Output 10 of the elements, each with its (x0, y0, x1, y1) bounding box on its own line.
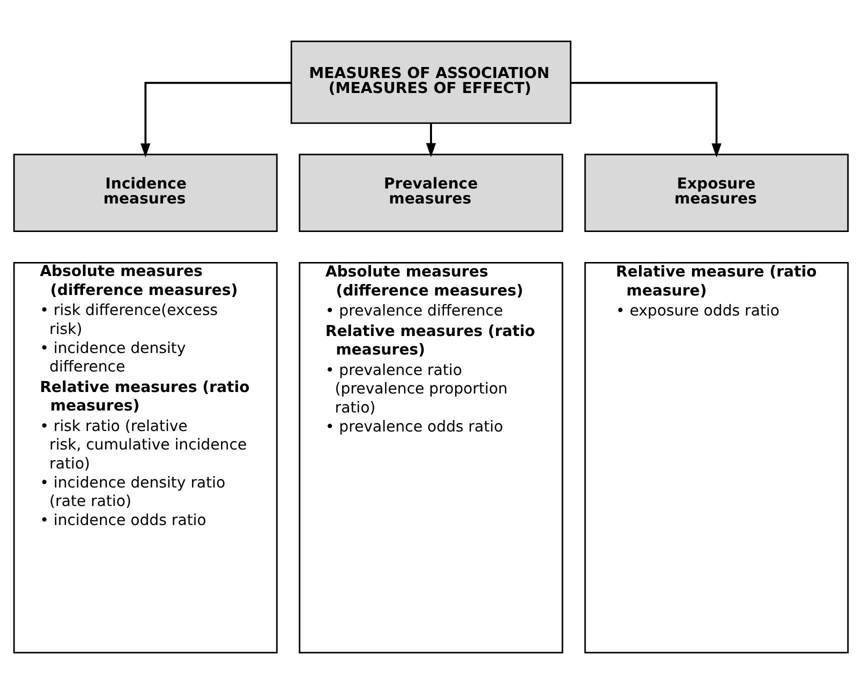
node-box: Exposure measures (584, 154, 848, 232)
node-box: Absolute measures (difference measures) • risk difference(excess risk) • incidence density difference Relative measures (ratio measures) • risk ratio (relative risk, cumulative incidence ratio) • incidence density ratio (rate ratio) • incidence odds ratio (12, 262, 278, 654)
node-box: Absolute measures (difference measures) • prevalence difference Relative measures (ratio measures) • prevalence ratio (prevalence proportion ratio) • prevalence odds ratio (298, 262, 563, 654)
node-box: Prevalence measures (298, 154, 563, 232)
arrow (140, 82, 291, 158)
arrow (570, 82, 721, 158)
node-box: Relative measure (ratio measure) • exposure odds ratio (584, 262, 848, 654)
node-box: Incidence measures (12, 154, 278, 232)
arrow (426, 123, 436, 158)
node-box: MEASURES OF ASSOCIATION (MEASURES OF EFFECT) (290, 40, 571, 124)
